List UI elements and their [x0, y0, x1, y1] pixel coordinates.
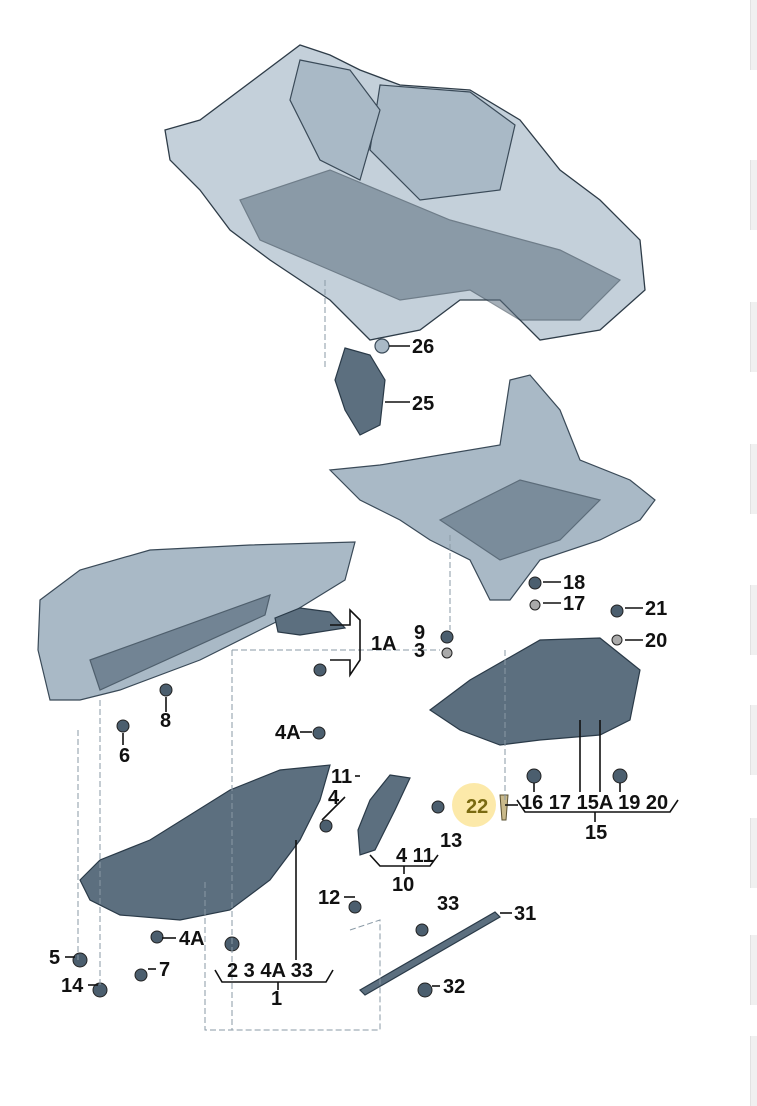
callout-10: 10	[392, 874, 414, 896]
underbody-panel-1	[79, 764, 331, 921]
guide-lines	[77, 280, 506, 1031]
side-tab	[750, 935, 757, 1005]
callout-22-highlighted[interactable]: 22	[466, 796, 488, 818]
callout-15: 15	[585, 822, 607, 844]
callout-12: 12	[318, 887, 340, 909]
vehicle-body	[164, 44, 646, 341]
shield-1A	[274, 607, 347, 636]
side-tab	[750, 160, 757, 230]
nut-26	[374, 338, 390, 354]
callout-4A: 4A	[275, 722, 301, 744]
callout-5: 5	[49, 947, 60, 969]
callout-8: 8	[160, 710, 171, 732]
strip-31	[359, 911, 501, 996]
bumper-strip	[89, 594, 271, 691]
side-tab	[750, 818, 757, 888]
callout-group-15-items: 16 17 15A 19 20	[521, 792, 668, 814]
callout-17: 17	[563, 593, 585, 615]
callout-26: 26	[412, 336, 434, 358]
clip-22	[499, 794, 509, 821]
callout-6: 6	[119, 745, 130, 767]
parts-diagram: 26 25 18 17 21 20 9 3 1A 8 6 4A 11 4 13 …	[37, 44, 679, 1031]
bracket-10	[357, 774, 411, 856]
fasteners	[72, 576, 628, 998]
callout-group-1-items: 2 3 4A 33	[227, 960, 313, 982]
callout-20: 20	[645, 630, 667, 652]
callout-4: 4	[328, 787, 340, 809]
highlight-marker	[452, 783, 496, 827]
callout-1: 1	[271, 988, 282, 1010]
leader-lines	[65, 345, 679, 990]
bracket-25	[334, 347, 386, 436]
callout-9: 9	[414, 622, 425, 644]
callout-group-10-items: 4 11	[396, 845, 434, 867]
side-tab	[750, 0, 757, 70]
callout-3: 3	[414, 640, 425, 662]
callout-18: 18	[563, 572, 585, 594]
callout-33: 33	[437, 893, 459, 915]
callout-13: 13	[440, 830, 462, 852]
callout-31: 31	[514, 903, 536, 925]
subframe	[328, 374, 656, 601]
callout-labels: 26 25 18 17 21 20 9 3 1A 8 6 4A 11 4 13 …	[49, 336, 668, 1010]
side-tab	[750, 444, 757, 514]
callout-7: 7	[159, 959, 170, 981]
underbody-panel-15	[428, 637, 641, 746]
side-tab	[750, 705, 757, 775]
callout-14: 14	[61, 975, 84, 997]
side-tab	[750, 585, 757, 655]
side-tab	[750, 1036, 757, 1106]
callout-32: 32	[443, 976, 465, 998]
side-tab	[750, 302, 757, 372]
callout-1A: 1A	[371, 633, 397, 655]
callout-4A-mid: 4A	[179, 928, 205, 950]
callout-21: 21	[645, 598, 667, 620]
callout-11: 11	[331, 766, 352, 788]
callout-25: 25	[412, 393, 434, 415]
